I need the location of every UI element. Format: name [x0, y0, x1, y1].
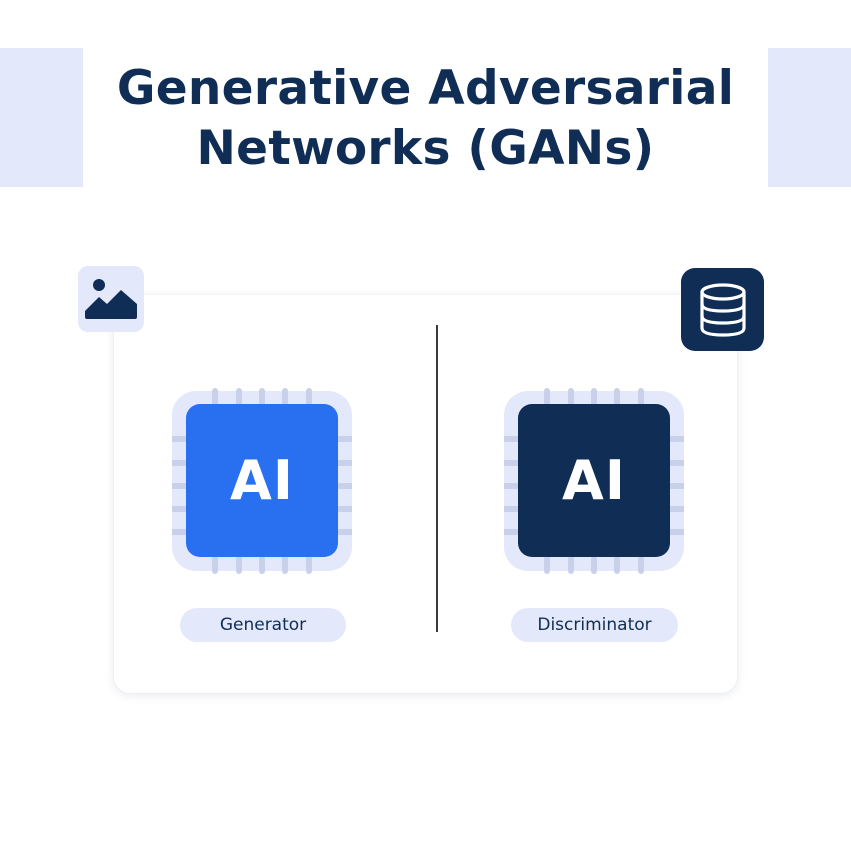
page-title: Generative Adversarial Networks (GANs) [83, 50, 768, 187]
generator-chip-text: AI [230, 449, 294, 512]
generator-chip-core: AI [186, 404, 338, 557]
generator-label: Generator [180, 608, 346, 642]
generator-chip: AI [172, 388, 352, 574]
discriminator-label: Discriminator [511, 608, 678, 642]
image-icon [85, 279, 137, 319]
title-band-right [768, 48, 851, 187]
database-icon [699, 282, 746, 337]
title-band-left [0, 48, 83, 187]
image-icon-tile [78, 266, 144, 332]
center-divider [436, 325, 438, 632]
database-icon-tile [681, 268, 764, 351]
discriminator-chip: AI [504, 388, 684, 574]
title-line-2: Networks (GANs) [196, 120, 655, 176]
discriminator-chip-text: AI [562, 449, 626, 512]
discriminator-chip-core: AI [518, 404, 670, 557]
title-line-1: Generative Adversarial [116, 60, 735, 116]
